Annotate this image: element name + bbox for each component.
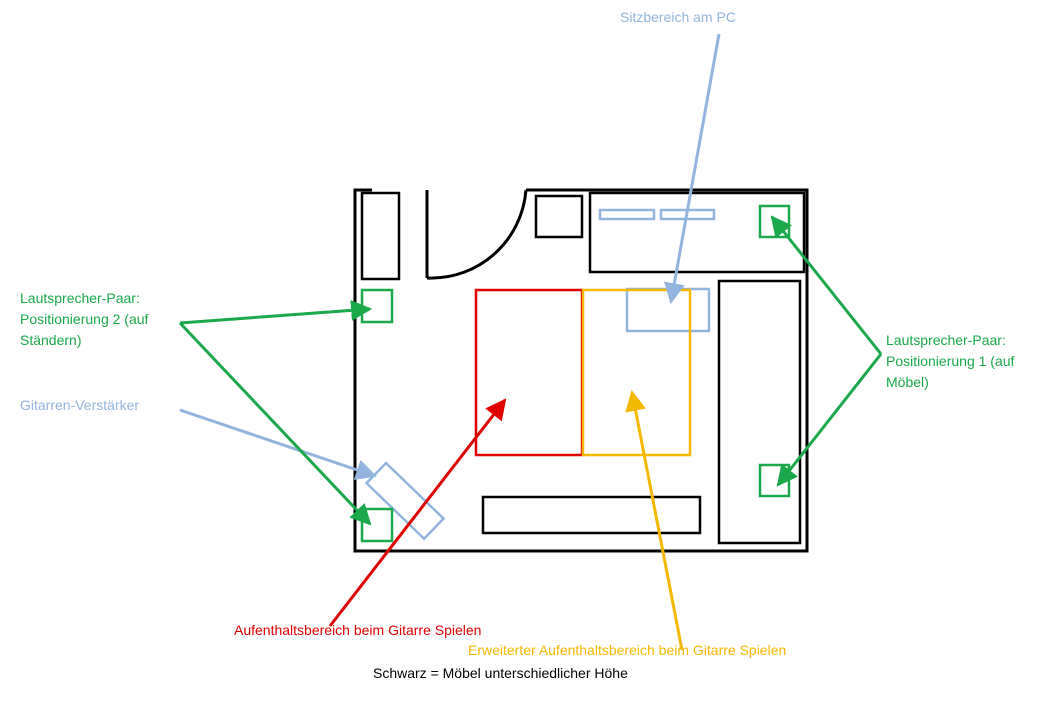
speaker-pos2-bottom (360, 507, 394, 543)
keyboard-1 (598, 208, 656, 221)
arrow-pos1-top (770, 215, 883, 355)
arrow-yellow-zone (625, 389, 684, 651)
label-yellow-zone: Erweiterter Aufenthaltsbereich beim Gita… (468, 642, 786, 658)
speaker-pos1-bottom (758, 463, 791, 498)
arrow-pos1-bottom (776, 353, 883, 487)
speaker-pos2-top (360, 288, 394, 324)
label-red-zone: Aufenthaltsbereich beim Gitarre Spielen (234, 622, 481, 638)
label-speaker-pos2-line3: Ständern) (20, 332, 81, 348)
label-sitzbereich: Sitzbereich am PC (620, 9, 736, 25)
small-cabinet (534, 194, 584, 239)
label-speaker-pos2-line2: Positionierung 2 (auf (20, 311, 149, 327)
label-amp: Gitarren-Verstärker (20, 397, 139, 413)
furniture (360, 191, 806, 545)
shelf-left-top (360, 191, 401, 281)
arrow-amp (179, 408, 377, 480)
label-speaker-pos1-line3: Möbel) (886, 374, 929, 390)
arrow-pos2-bottom (178, 321, 372, 526)
legend-text: Schwarz = Möbel unterschiedlicher Höhe (373, 665, 628, 681)
arrow-pos2-top (179, 299, 373, 325)
arrow-sitzbereich (663, 33, 721, 305)
red-zone (474, 288, 584, 457)
bench-bottom (481, 495, 702, 535)
pc-seating-area (625, 287, 711, 333)
door (425, 189, 528, 280)
blue-items (364, 208, 716, 541)
arrow-red-zone (328, 398, 507, 627)
room-walls (353, 188, 809, 553)
wardrobe-right (717, 279, 802, 545)
desk (588, 191, 806, 274)
label-speaker-pos1-line2: Positionierung 1 (auf (886, 353, 1015, 369)
label-speaker-pos1-line1: Lautsprecher-Paar: (886, 332, 1006, 348)
yellow-zone (581, 288, 692, 457)
arrows (178, 33, 883, 651)
label-speaker-pos2-line1: Lautsprecher-Paar: (20, 290, 140, 306)
